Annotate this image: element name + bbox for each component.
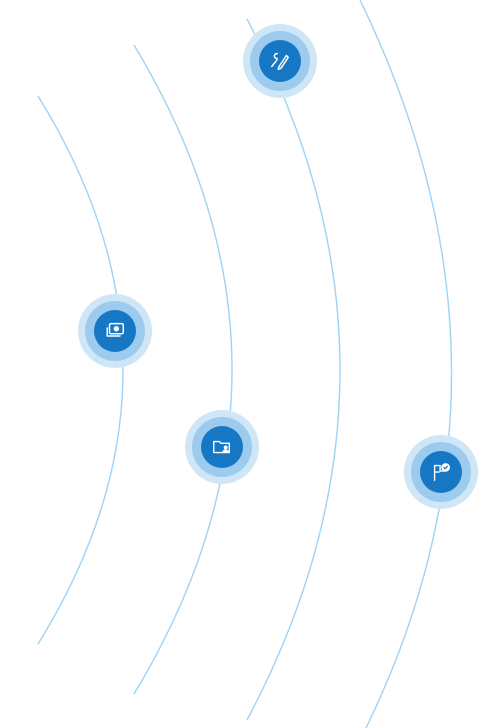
folder-person-icon (213, 440, 231, 454)
node-core (201, 426, 243, 468)
arc-3 (246, 18, 341, 721)
node-core (94, 310, 136, 352)
money-stack-icon (106, 322, 124, 337)
arc-4 (359, 0, 453, 728)
arc-2 (133, 44, 233, 695)
pen-sign-icon (271, 52, 289, 70)
step-node-payment[interactable] (78, 294, 152, 368)
step-node-documents[interactable] (185, 410, 259, 484)
step-node-signature[interactable] (243, 24, 317, 98)
step-node-complete[interactable] (404, 435, 478, 509)
node-core (259, 40, 301, 82)
flag-check-icon (433, 463, 450, 481)
node-core (420, 451, 462, 493)
arc-1 (37, 95, 124, 645)
